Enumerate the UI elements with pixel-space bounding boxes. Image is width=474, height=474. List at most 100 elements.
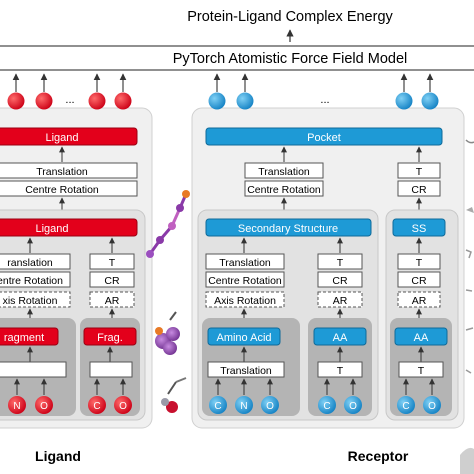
svg-text:T: T: [418, 365, 425, 377]
svg-text:Translation: Translation: [219, 257, 271, 269]
atom-n: N: [13, 401, 20, 412]
svg-text:O: O: [428, 401, 436, 412]
svg-text:O: O: [349, 401, 357, 412]
atom-o: O: [40, 401, 48, 412]
ligand-centre-rotation-box: [0, 180, 138, 197]
ss2-cr-box: [397, 271, 441, 288]
svg-text:T: T: [337, 257, 344, 269]
svg-text:xis Rotation: xis Rotation: [3, 295, 58, 307]
svg-text:AA: AA: [414, 332, 429, 344]
molecule-illustration-fragment: [155, 311, 180, 355]
pocket-header-box: [205, 127, 443, 146]
svg-text:Secondary Structure: Secondary Structure: [238, 223, 338, 235]
molecule-illustration-atoms: [161, 377, 187, 413]
svg-text:entre Rotation: entre Rotation: [0, 275, 63, 287]
svg-text:N: N: [240, 401, 247, 412]
svg-text:C: C: [402, 401, 409, 412]
secondary-structure-box: [205, 218, 372, 237]
ss-centre-rotation-box: [205, 271, 285, 288]
pocket-translation-box: [244, 162, 324, 179]
svg-text:AR: AR: [105, 295, 120, 307]
svg-text:ranslation: ranslation: [7, 257, 53, 269]
svg-text:T: T: [416, 257, 423, 269]
receptor-output-atoms: ...: [208, 73, 439, 110]
svg-text:Ligand: Ligand: [35, 223, 68, 235]
svg-text:AR: AR: [333, 295, 348, 307]
svg-text:Frag.: Frag.: [97, 332, 123, 344]
receptor-input-atoms: C N O C O C O: [209, 396, 441, 414]
frag-box: [83, 327, 137, 346]
ligand-output-atom: [88, 92, 106, 110]
aa2-t-box: [398, 361, 444, 378]
ss2-t-box: [397, 253, 441, 270]
svg-text:Translation: Translation: [220, 365, 272, 377]
ss2-ar-box: [397, 291, 441, 308]
pocket-centre-rotation-box: [244, 180, 324, 197]
frag-t-box: [89, 361, 133, 378]
protein-illustration-edge: [460, 139, 474, 474]
fragment-translation-box: [0, 361, 67, 378]
svg-text:...: ...: [320, 94, 329, 106]
ligand-translation-box: [0, 162, 138, 179]
svg-text:C: C: [323, 401, 330, 412]
svg-text:T: T: [337, 365, 344, 377]
ligand-header-box: [0, 127, 138, 146]
ligand-t-box: [89, 253, 135, 270]
svg-text:ragment: ragment: [4, 332, 44, 344]
svg-text:O: O: [266, 401, 274, 412]
ligand-output-atom: [7, 92, 25, 110]
svg-text:CR: CR: [411, 184, 427, 196]
svg-text:T: T: [416, 166, 423, 178]
svg-text:CR: CR: [411, 275, 427, 287]
ligand-inner-centre-rotation-box: [0, 271, 71, 288]
fragment-box: [0, 327, 59, 346]
top-title: Protein-Ligand Complex Energy: [187, 9, 393, 25]
ligand-ar-box: [89, 291, 135, 308]
svg-text:Centre Rotation: Centre Rotation: [25, 184, 99, 196]
svg-text:Amino Acid: Amino Acid: [216, 332, 271, 344]
ligand-bottom-label: Ligand: [35, 448, 81, 464]
ss-ar-box: [317, 291, 363, 308]
svg-text:AA: AA: [333, 332, 348, 344]
svg-text:Translation: Translation: [36, 166, 88, 178]
svg-text:AR: AR: [412, 295, 427, 307]
pocket-t-box: [397, 162, 441, 179]
svg-text:T: T: [109, 257, 116, 269]
ligand-output-atom: [35, 92, 53, 110]
svg-text:Centre Rotation: Centre Rotation: [247, 184, 321, 196]
svg-text:Centre Rotation: Centre Rotation: [208, 275, 282, 287]
ss-translation-box: [205, 253, 285, 270]
svg-text:Pocket: Pocket: [307, 132, 341, 144]
model-title: PyTorch Atomistic Force Field Model: [173, 51, 408, 67]
ligand-inner-header-box: [0, 218, 138, 237]
pocket-cr-box: [397, 180, 441, 197]
ss-box: [392, 218, 446, 237]
svg-text:CR: CR: [332, 275, 348, 287]
receptor-bottom-label: Receptor: [348, 448, 409, 464]
amino-acid-box: [207, 327, 281, 346]
atom-c: C: [93, 401, 100, 412]
ss-t-box: [317, 253, 363, 270]
ligand-output-atoms: ...: [7, 73, 132, 110]
ligand-input-atoms: N O C O: [8, 396, 132, 414]
aa2-box: [394, 327, 448, 346]
svg-text:SS: SS: [412, 223, 427, 235]
molecule-illustration-ligand: [146, 190, 190, 258]
ss-cr-box: [317, 271, 363, 288]
ligand-header-label: Ligand: [45, 132, 78, 144]
svg-text:CR: CR: [104, 275, 120, 287]
svg-text:...: ...: [65, 94, 74, 106]
atom-o: O: [119, 401, 127, 412]
aa-t-box: [317, 361, 363, 378]
svg-text:C: C: [214, 401, 221, 412]
ligand-inner-axis-rotation-box: [0, 291, 71, 308]
svg-text:Axis Rotation: Axis Rotation: [214, 295, 276, 307]
ligand-inner-translation-box: [0, 253, 71, 270]
ss-axis-rotation-box: [205, 291, 285, 308]
ligand-cr-box: [89, 271, 135, 288]
aa-box: [313, 327, 367, 346]
ligand-output-atom: [114, 92, 132, 110]
svg-text:Translation: Translation: [258, 166, 310, 178]
aa-translation-box: [207, 361, 285, 378]
